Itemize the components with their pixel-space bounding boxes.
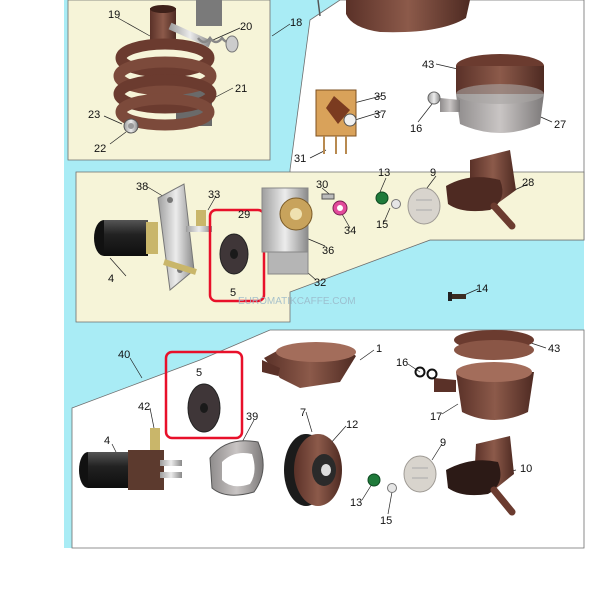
label-37: 37 xyxy=(374,109,386,121)
label-27: 27 xyxy=(554,119,566,131)
highlight-box-bottom xyxy=(164,350,244,440)
label-42: 42 xyxy=(138,401,150,413)
label-16-bottom: 16 xyxy=(396,357,408,369)
part-28-spout xyxy=(446,150,516,230)
label-13-bottom: 13 xyxy=(350,497,362,509)
part-34-ring xyxy=(332,200,348,216)
part-42-pin xyxy=(150,428,160,450)
label-12: 12 xyxy=(346,419,358,431)
label-33: 33 xyxy=(208,189,220,201)
part-27-housing xyxy=(440,54,544,133)
part-43-ring xyxy=(454,330,534,360)
spring-fitting xyxy=(197,35,239,53)
watermark-text: EUROMATIKCAFFE.COM xyxy=(238,296,356,307)
label-13-top: 13 xyxy=(378,167,390,179)
label-15-top: 15 xyxy=(376,219,388,231)
label-30: 30 xyxy=(316,179,328,191)
label-4-top: 4 xyxy=(108,273,114,285)
label-35: 35 xyxy=(374,91,386,103)
label-43-top: 43 xyxy=(422,59,434,71)
label-36: 36 xyxy=(322,245,334,257)
part-5-cam-disk-bottom xyxy=(187,383,221,433)
part-7-12-gear-wheel xyxy=(284,434,342,506)
part-13-green-oring xyxy=(375,191,389,205)
part-14-pin xyxy=(448,292,466,301)
part-15-washer-bottom xyxy=(387,483,397,493)
label-9-bottom: 9 xyxy=(440,437,446,449)
label-39: 39 xyxy=(246,411,258,423)
part-brown-bowl-top xyxy=(346,0,470,33)
label-29: 29 xyxy=(238,209,250,221)
part-9-disk-bottom xyxy=(403,455,437,493)
label-15-bottom: 15 xyxy=(380,515,392,527)
label-9-top: 9 xyxy=(430,167,436,179)
label-5-top: 5 xyxy=(230,287,236,299)
label-1: 1 xyxy=(376,343,382,355)
bracket xyxy=(317,0,321,17)
boiler-coil xyxy=(113,0,222,134)
label-5-bottom: 5 xyxy=(196,367,202,379)
panel-middle xyxy=(75,171,585,323)
part-15-washer xyxy=(391,199,401,209)
label-17: 17 xyxy=(430,411,442,423)
label-22: 22 xyxy=(94,143,106,155)
label-28: 28 xyxy=(522,177,534,189)
label-7: 7 xyxy=(300,407,306,419)
label-40: 40 xyxy=(118,349,130,361)
label-19: 19 xyxy=(108,9,120,21)
part-4-motor-bottom xyxy=(79,450,182,490)
part-16-orings xyxy=(414,366,438,380)
label-20: 20 xyxy=(240,21,252,33)
label-32: 32 xyxy=(314,277,326,289)
label-14: 14 xyxy=(476,283,488,295)
label-10: 10 xyxy=(520,463,532,475)
part-13-green-oring-bottom xyxy=(367,473,381,487)
label-23: 23 xyxy=(88,109,100,121)
part-17-housing xyxy=(434,362,534,420)
part-31-switch xyxy=(315,89,357,154)
part-9-disk xyxy=(407,187,441,225)
part-30-small-screw xyxy=(321,193,335,200)
label-31: 31 xyxy=(294,153,306,165)
label-18: 18 xyxy=(290,17,302,29)
part-36-valve-body xyxy=(261,187,313,275)
part-1-funnel xyxy=(262,342,356,388)
label-16-top: 16 xyxy=(410,123,422,135)
part-labels: 19 20 18 21 23 22 43 16 27 35 37 31 38 3… xyxy=(88,9,566,527)
highlight-box-top xyxy=(208,208,266,303)
label-43-bottom: 43 xyxy=(548,343,560,355)
label-4-bottom: 4 xyxy=(104,435,110,447)
part-16-small-nut xyxy=(427,91,441,105)
part-39-gear-ring xyxy=(209,440,264,496)
label-21: 21 xyxy=(235,83,247,95)
part-5-cam-disk-top xyxy=(219,233,249,275)
part-33-shaft xyxy=(163,210,212,275)
part-10-spout xyxy=(446,436,516,516)
part-4-motor xyxy=(94,220,158,256)
label-38: 38 xyxy=(136,181,148,193)
label-34: 34 xyxy=(344,225,356,237)
